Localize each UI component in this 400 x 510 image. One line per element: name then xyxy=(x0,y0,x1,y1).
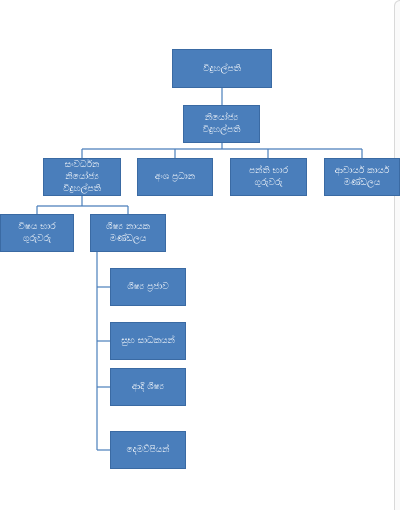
node-deputy-principal[interactable]: නියෝජ්‍ය විදුහල්පති xyxy=(183,105,260,143)
node-student-council[interactable]: ශිෂ්‍ය ප්‍රජාව xyxy=(110,268,186,306)
node-section-heads[interactable]: අංශ ප්‍රධාන xyxy=(137,158,213,196)
node-label: සංවර්ධන නියෝජ්‍ය විදුහල්පති xyxy=(63,160,101,194)
node-label: ශිෂ්‍ය ප්‍රජාව xyxy=(127,282,169,292)
node-principal[interactable]: විදුහල්පති xyxy=(172,49,272,88)
node-label: සුභ සාධකයන් xyxy=(121,336,175,346)
node-alumni[interactable]: ආදි ශිෂ්‍ය xyxy=(110,368,186,406)
node-subject-teachers[interactable]: විෂය භාර ගුරුවරු xyxy=(0,214,74,252)
node-label: ආචාර්ය කාර්ය මණ්ඩලය xyxy=(334,166,390,188)
node-label: නියෝජ්‍ය විදුහල්පති xyxy=(202,113,241,135)
node-parents[interactable]: දෙමව්පියන් xyxy=(110,431,186,469)
node-student-leaders[interactable]: ශිෂ්‍ය නායක මණ්ඩලය xyxy=(90,214,166,252)
node-label: අංශ ප්‍රධාන xyxy=(154,172,196,182)
node-label: විදුහල්පති xyxy=(203,63,241,74)
node-dev-deputy[interactable]: සංවර්ධන නියෝජ්‍ය විදුහල්පති xyxy=(43,158,121,196)
node-class-teachers[interactable]: පන්ති භාර ගුරුවරු xyxy=(230,158,307,196)
node-label: දෙමව්පියන් xyxy=(126,445,170,455)
node-label: ශිෂ්‍ය නායක මණ්ඩලය xyxy=(106,222,150,244)
node-label: පන්ති භාර ගුරුවරු xyxy=(248,166,289,188)
node-welfare[interactable]: සුභ සාධකයන් xyxy=(110,322,186,360)
node-academic-board[interactable]: ආචාර්ය කාර්ය මණ්ඩලය xyxy=(324,158,400,196)
node-label: විෂය භාර ගුරුවරු xyxy=(18,222,56,244)
panel-edge xyxy=(394,0,400,510)
node-label: ආදි ශිෂ්‍ය xyxy=(131,382,165,392)
